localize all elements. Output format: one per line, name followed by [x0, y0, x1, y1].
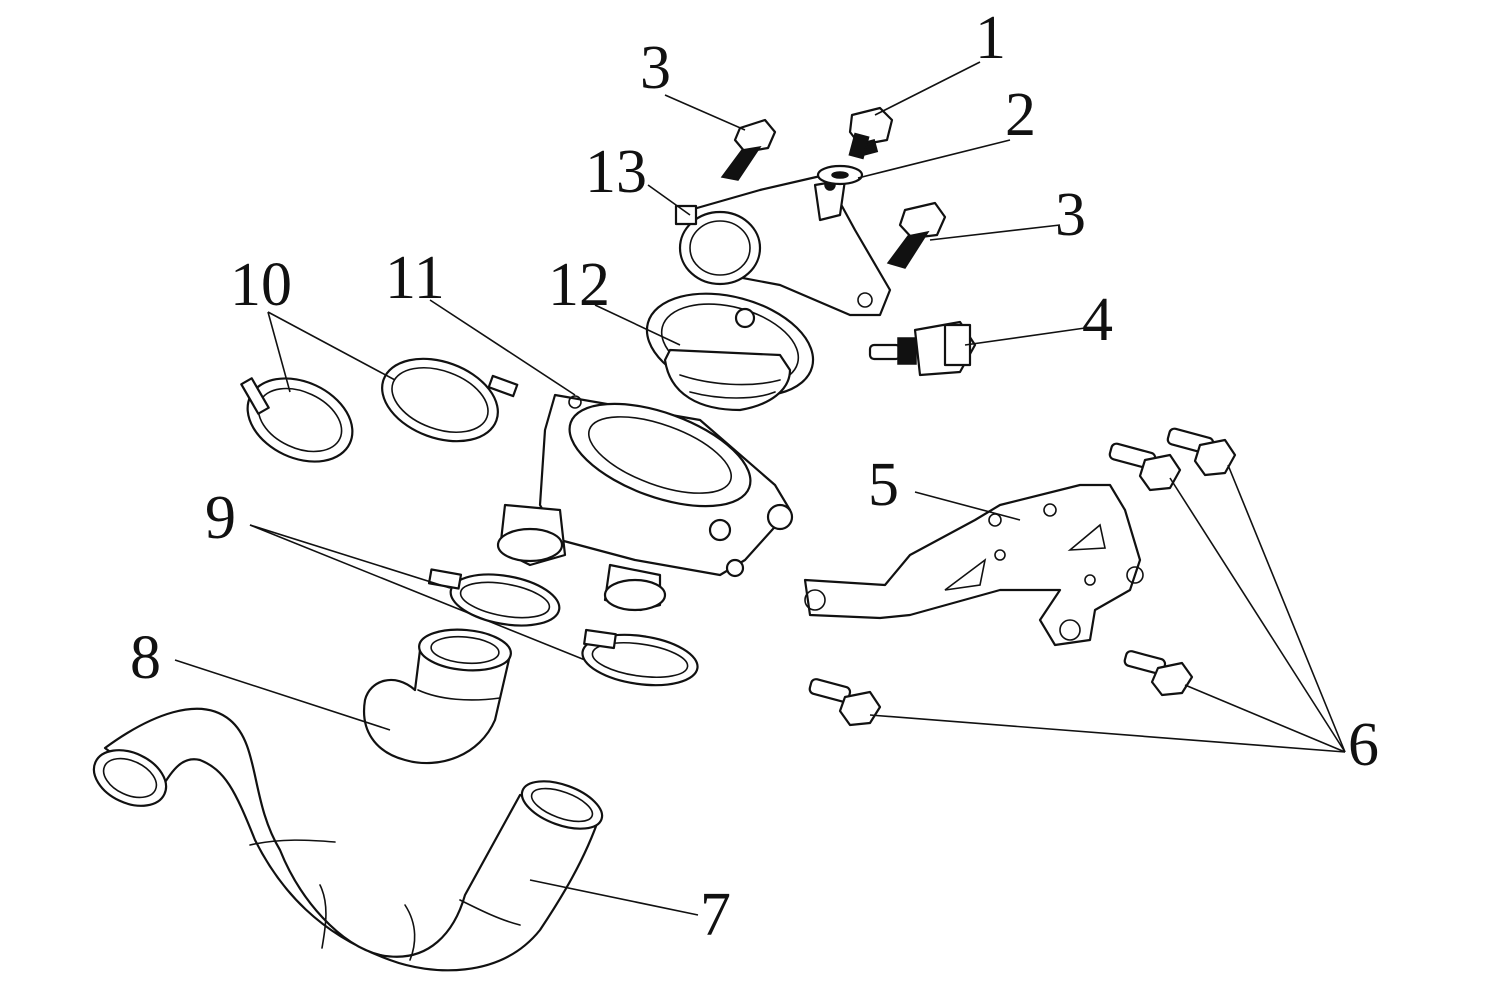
leader-lines: [174, 61, 1346, 916]
part-8-elbow-hose: [362, 628, 512, 765]
leader-5: [914, 491, 1021, 521]
leader-11: [429, 299, 576, 396]
callout-12: 12: [548, 251, 610, 319]
callout-5: 5: [868, 451, 899, 519]
leader-13: [647, 184, 691, 216]
callout-1: 1: [975, 4, 1006, 72]
leader-6a: [1169, 477, 1346, 753]
part-11-thermostat-housing: [496, 393, 794, 612]
part-12-thermostat: [645, 292, 815, 412]
leader-8: [174, 659, 391, 731]
callout-2: 2: [1005, 81, 1036, 149]
leader-1: [874, 61, 981, 116]
leader-9a: [249, 524, 451, 589]
part-4-temperature-sensor: [868, 320, 977, 377]
leader-6c: [1184, 684, 1346, 753]
callout-6: 6: [1348, 711, 1379, 779]
leader-6d: [869, 714, 1346, 753]
leader-10a: [267, 311, 291, 393]
callout-4: 4: [1082, 286, 1113, 354]
part-3-bolts: [720, 118, 947, 269]
leader-3b: [929, 224, 1061, 241]
part-5-bracket: [803, 483, 1144, 647]
part-9-hose-clamps: [427, 568, 699, 687]
part-6-flange-bolts: [808, 427, 1237, 727]
leader-2: [857, 139, 1011, 179]
callout-8: 8: [130, 624, 161, 692]
leader-3a: [664, 94, 746, 131]
callout-3-right: 3: [1055, 181, 1086, 249]
leader-10b: [267, 311, 396, 381]
part-10-spring-clamps: [240, 357, 519, 463]
leader-9b: [249, 524, 586, 661]
callout-7: 7: [700, 881, 731, 949]
leader-6b: [1227, 464, 1346, 753]
callout-10: 10: [230, 251, 292, 319]
callout-13: 13: [585, 138, 647, 206]
leader-4: [964, 327, 1086, 346]
part-1-bolt: [848, 106, 894, 160]
callout-9: 9: [205, 484, 236, 552]
part-7-coolant-hose: [92, 707, 604, 972]
callout-11: 11: [385, 244, 445, 312]
leader-7: [529, 879, 699, 916]
part-2-washer: [816, 164, 864, 186]
callout-numbers: 1 2 3 3 4 5 6 7 8 9 10 11 12 13: [130, 4, 1379, 949]
part-13-thermostat-cover: [674, 173, 892, 317]
callout-3-upper: 3: [640, 34, 671, 102]
leader-12: [594, 304, 681, 346]
